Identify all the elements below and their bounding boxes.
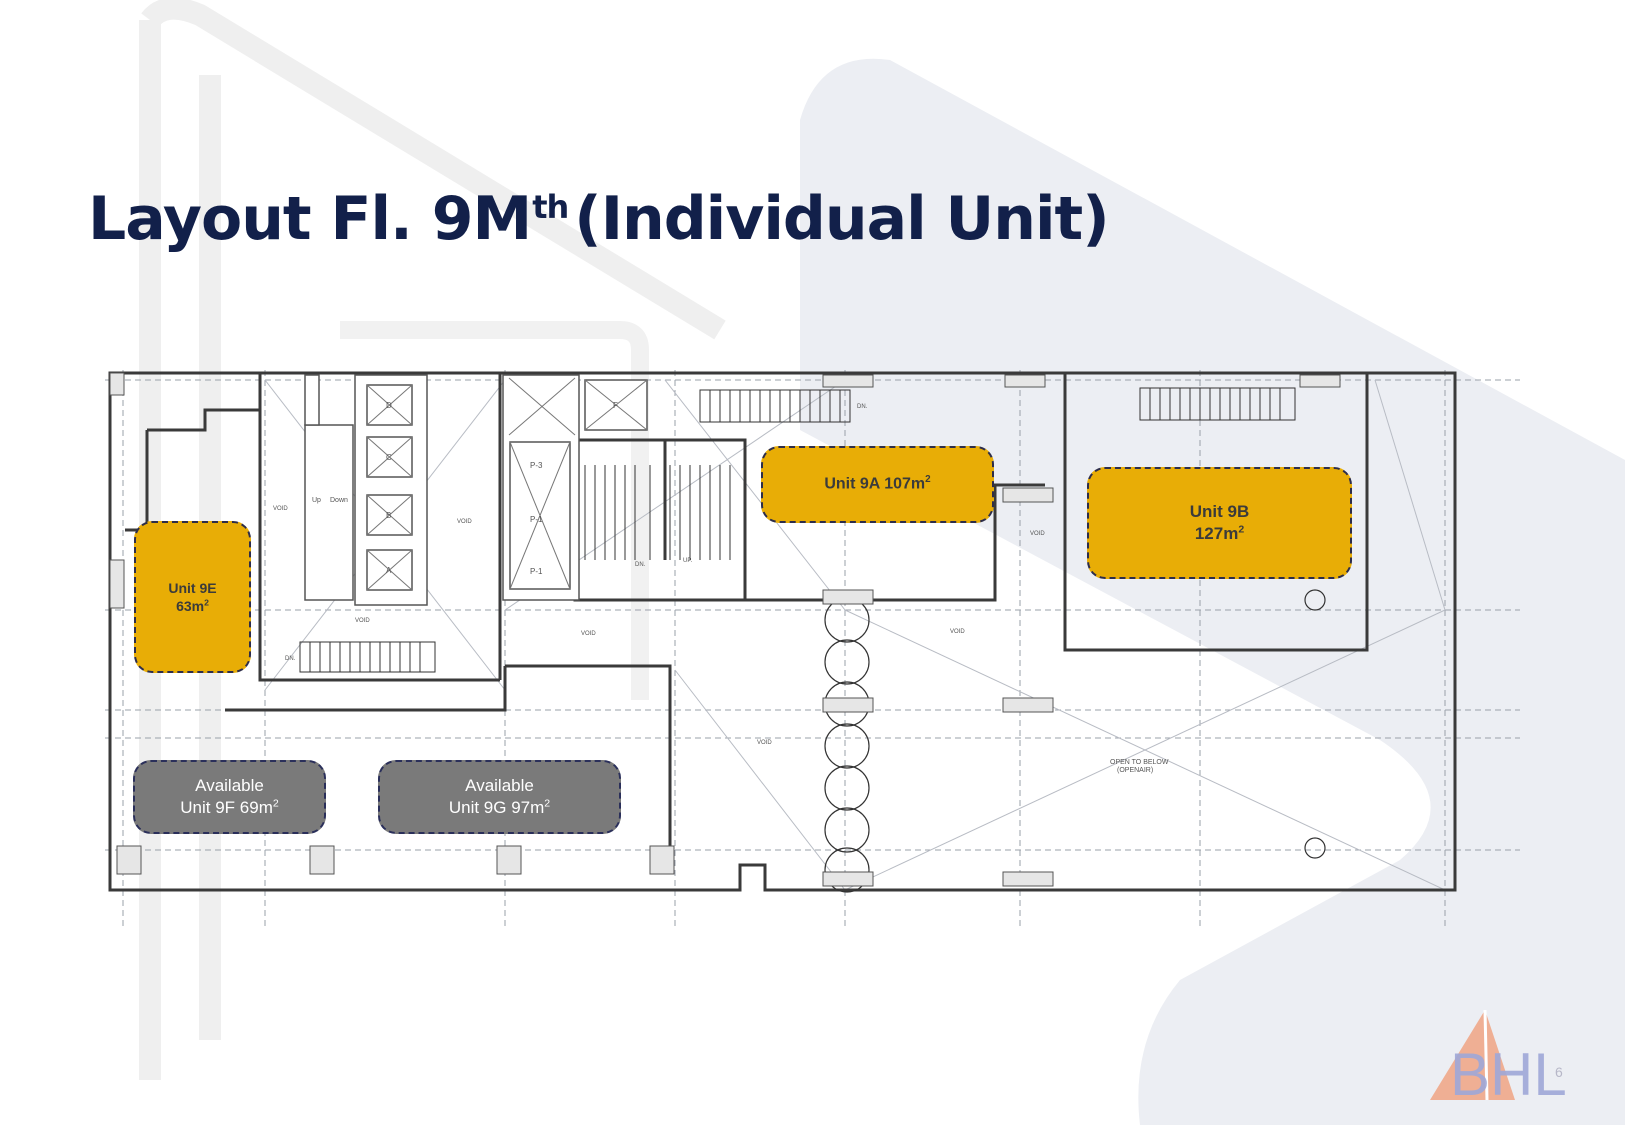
unit-9e-box[interactable]: Unit 9E 63m2 xyxy=(134,521,251,673)
lift-c-label: C xyxy=(386,453,392,462)
title-superscript: th xyxy=(532,188,569,226)
unit-9b-area-value: 127m xyxy=(1194,524,1239,543)
unit-9b-name: Unit 9B xyxy=(1189,501,1250,521)
floor-plan-drawing: D C B A F P-3 P-1 P-1 VOID VOID VOID VOI… xyxy=(105,370,1520,930)
background-outline-shape-2 xyxy=(340,321,649,700)
dn-label-1: DN. xyxy=(857,404,868,410)
background-grey-shape xyxy=(800,58,1625,1125)
void-label-7: VOID xyxy=(1030,531,1045,537)
p1b-label: P-1 xyxy=(530,567,543,576)
title-main: Layout Fl. 9M xyxy=(88,184,532,254)
void-label-5: VOID xyxy=(950,629,965,635)
p1a-label: P-1 xyxy=(530,515,543,524)
dn-label-2: DN. xyxy=(285,656,296,662)
stair-up-label: Up xyxy=(312,497,321,504)
logo-triangle xyxy=(1430,1010,1515,1100)
unit-9a-label: Unit 9A 107m2 xyxy=(824,474,930,495)
unit-9a-label-value: Unit 9A 107m xyxy=(824,475,926,493)
stair-down-label: Down xyxy=(330,497,348,504)
unit-9b-box[interactable]: Unit 9B 127m2 xyxy=(1087,467,1352,579)
lift-d-label: D xyxy=(386,401,392,410)
open-to-below-label: OPEN TO BELOW xyxy=(1110,759,1169,766)
unit-9g-area-sup: 2 xyxy=(544,797,551,810)
outer-walls xyxy=(108,371,1457,892)
unit-9g-status: Available xyxy=(465,775,534,795)
unit-9e-area: 63m2 xyxy=(176,597,209,615)
unit-9e-area-sup: 2 xyxy=(204,597,209,608)
lift-b-label: B xyxy=(386,511,391,520)
unit-9f-area-sup: 2 xyxy=(272,797,279,810)
void-label-1: VOID xyxy=(273,506,288,512)
lift-a-label: A xyxy=(386,566,392,575)
logo-text: BHL xyxy=(1450,1041,1567,1105)
void-label-2: VOID xyxy=(457,519,472,525)
unit-9b-area-sup: 2 xyxy=(1238,523,1245,536)
void-label-6: VOID xyxy=(757,740,772,746)
structural-columns xyxy=(109,372,1341,887)
lift-f-label: F xyxy=(613,401,618,410)
dn-label-3: DN. xyxy=(635,562,646,568)
title-rest: (Individual Unit) xyxy=(574,184,1109,254)
unit-9g-area: Unit 9G 97m2 xyxy=(449,797,550,819)
stairs xyxy=(299,387,1296,673)
unit-9f-status: Available xyxy=(195,775,264,795)
unit-9g-area-value: Unit 9G 97m xyxy=(448,798,545,817)
unit-9e-name: Unit 9E xyxy=(168,579,217,596)
floor-plan: D C B A F P-3 P-1 P-1 VOID VOID VOID VOI… xyxy=(105,370,1520,930)
unit-9f-area-value: Unit 9F 69m xyxy=(180,798,273,817)
unit-9e-area-value: 63m xyxy=(176,598,205,614)
lift-x-marks xyxy=(366,377,648,591)
unit-9a-box[interactable]: Unit 9A 107m2 xyxy=(761,446,994,523)
up-label-2: UP. xyxy=(683,558,693,564)
unit-9a-label-sup: 2 xyxy=(925,473,931,485)
openair-label: (OPENAIR) xyxy=(1117,767,1153,774)
unit-9f-area: Unit 9F 69m2 xyxy=(180,797,278,819)
bhl-logo: BHL xyxy=(1430,1009,1567,1105)
void-label-4: VOID xyxy=(581,631,596,637)
unit-9b-area: 127m2 xyxy=(1195,523,1244,545)
p3-label: P-3 xyxy=(530,461,543,470)
unit-9f-box[interactable]: Available Unit 9F 69m2 xyxy=(133,760,326,834)
lift-cores xyxy=(304,374,648,606)
page-number: 6 xyxy=(1555,1064,1563,1080)
unit-9g-box[interactable]: Available Unit 9G 97m2 xyxy=(378,760,621,834)
void-label-3: VOID xyxy=(355,618,370,624)
plan-text-labels: D C B A F P-3 P-1 P-1 VOID VOID VOID VOI… xyxy=(273,401,1169,774)
page-title: Layout Fl. 9Mth(Individual Unit) xyxy=(88,184,1110,254)
